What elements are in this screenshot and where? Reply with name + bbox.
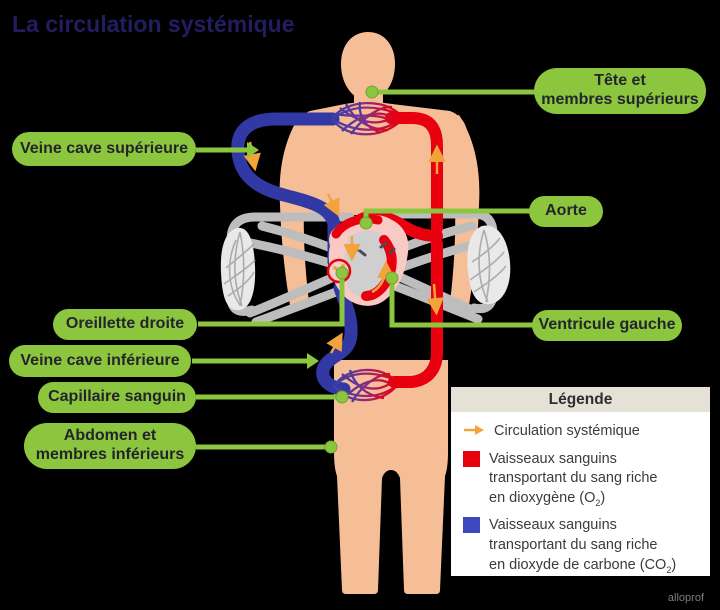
alloprof-watermark: alloprof	[667, 592, 704, 604]
legend-title: Légende	[451, 387, 710, 412]
label-capillaire-sanguin: Capillaire sanguin	[38, 382, 196, 413]
legend-item-oxygenated: Vaisseaux sanguins transportant du sang …	[463, 450, 702, 510]
chest	[292, 102, 468, 215]
label-connectors	[192, 89, 540, 450]
page-title: La circulation systémique	[12, 11, 295, 37]
label-veine-cave-inferieure: Veine cave inférieure	[9, 345, 191, 377]
orange-arrow-icon	[463, 423, 485, 443]
legend-item-deoxygenated: Vaisseaux sanguins transportant du sang …	[463, 516, 702, 576]
label-oreillette-droite: Oreillette droite	[53, 309, 197, 340]
label-aorte: Aorte	[529, 196, 603, 227]
legend-box: Légende Circulation systémique Vaisseaux…	[451, 387, 710, 576]
body-silhouette	[279, 32, 480, 594]
chest-capillary-network	[330, 101, 405, 136]
lower-body	[334, 360, 448, 594]
red-square-icon	[463, 450, 480, 467]
label-veine-cave-superieure: Veine cave supérieure	[12, 132, 196, 166]
left-lung	[220, 227, 256, 311]
connector-arrowheads	[247, 142, 319, 369]
label-tete-membres-superieurs: Tête et membres supérieurs	[534, 68, 706, 114]
abdomen-capillary-network	[332, 368, 400, 403]
label-ventricule-gauche: Ventricule gauche	[532, 310, 682, 341]
legend-item-circulation: Circulation systémique	[463, 422, 702, 443]
right-lung	[467, 225, 511, 305]
label-abdomen-membres-inferieurs: Abdomen et membres inférieurs	[24, 423, 196, 469]
blue-square-icon	[463, 517, 480, 534]
head	[341, 32, 395, 99]
connector-dots	[324, 85, 399, 454]
